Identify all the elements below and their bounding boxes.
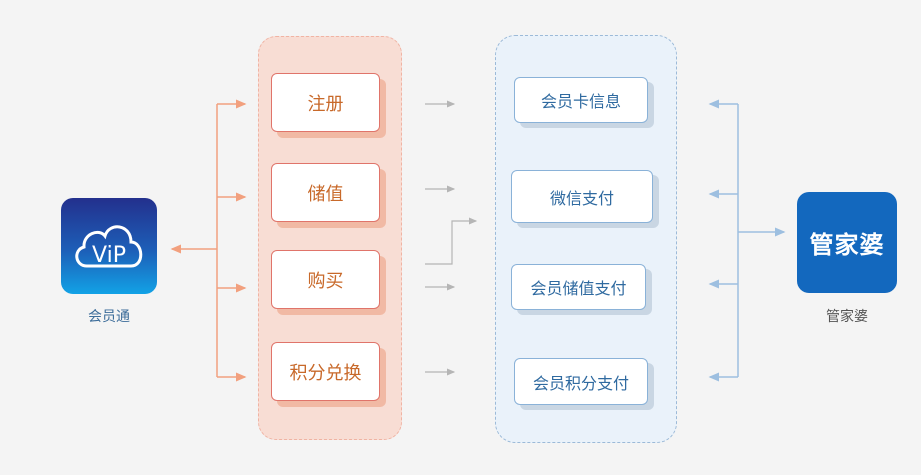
gray-connectors [425, 100, 478, 376]
vip-app-icon: ViP [61, 198, 157, 294]
vip-cloud-icon: ViP [75, 225, 143, 268]
function-purchase: 购买 [271, 250, 380, 309]
svg-text:ViP: ViP [92, 243, 126, 268]
orange-connectors [170, 99, 247, 382]
function-points-redeem: 积分兑换 [271, 342, 380, 401]
blue-connectors [708, 99, 786, 382]
guanjiapo-logo: 管家婆 [797, 192, 897, 293]
function-recharge: 储值 [271, 163, 380, 222]
function-stored-value-pay: 会员储值支付 [511, 264, 646, 310]
function-register: 注册 [271, 73, 380, 132]
function-card-info: 会员卡信息 [514, 77, 648, 123]
right-app-label: 管家婆 [826, 309, 868, 325]
left-app-label: 会员通 [88, 309, 130, 325]
function-points-pay: 会员积分支付 [514, 358, 648, 405]
function-wechat-pay: 微信支付 [511, 170, 653, 223]
